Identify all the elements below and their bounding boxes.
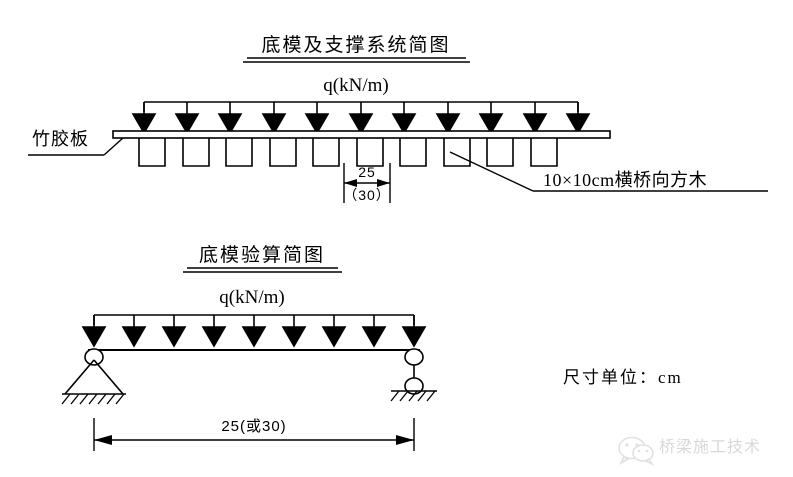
bottom-diagram-title: 底模验算简图 [198, 245, 326, 266]
timber-label: 10×10cm横桥向方木 [543, 170, 708, 190]
top-formwork-panel [112, 130, 611, 139]
bottom-title-underline [183, 267, 342, 273]
span-dimension-value: 25(或30) [221, 418, 287, 435]
span-dimension-line [93, 418, 415, 451]
bottom-diagram-group [61, 267, 437, 451]
top-spacing-dimension [343, 163, 391, 203]
top-load-arrows [132, 102, 590, 134]
watermark-label: 桥梁施工技术 [659, 439, 762, 456]
bottom-load-label: q(kN/m) [219, 287, 285, 308]
top-timber-blocks [138, 138, 558, 167]
top-dimension-value: 25 [358, 164, 376, 180]
top-load-label: q(kN/m) [323, 75, 389, 96]
wechat-icon [618, 436, 655, 466]
roller-support-right [390, 348, 437, 402]
left-label-leader [28, 137, 124, 156]
units-note: 尺寸单位：cm [563, 368, 683, 387]
top-dimension-alt-value: （30） [343, 187, 391, 203]
top-title-underline [243, 57, 470, 63]
top-diagram-title: 底模及支撑系统简图 [261, 35, 451, 56]
formwork-panel-label: 竹胶板 [32, 129, 89, 149]
bottom-load-arrows [82, 315, 426, 347]
top-diagram-group [28, 57, 768, 203]
right-label-leader [449, 151, 768, 192]
pinned-support-left [61, 348, 126, 405]
